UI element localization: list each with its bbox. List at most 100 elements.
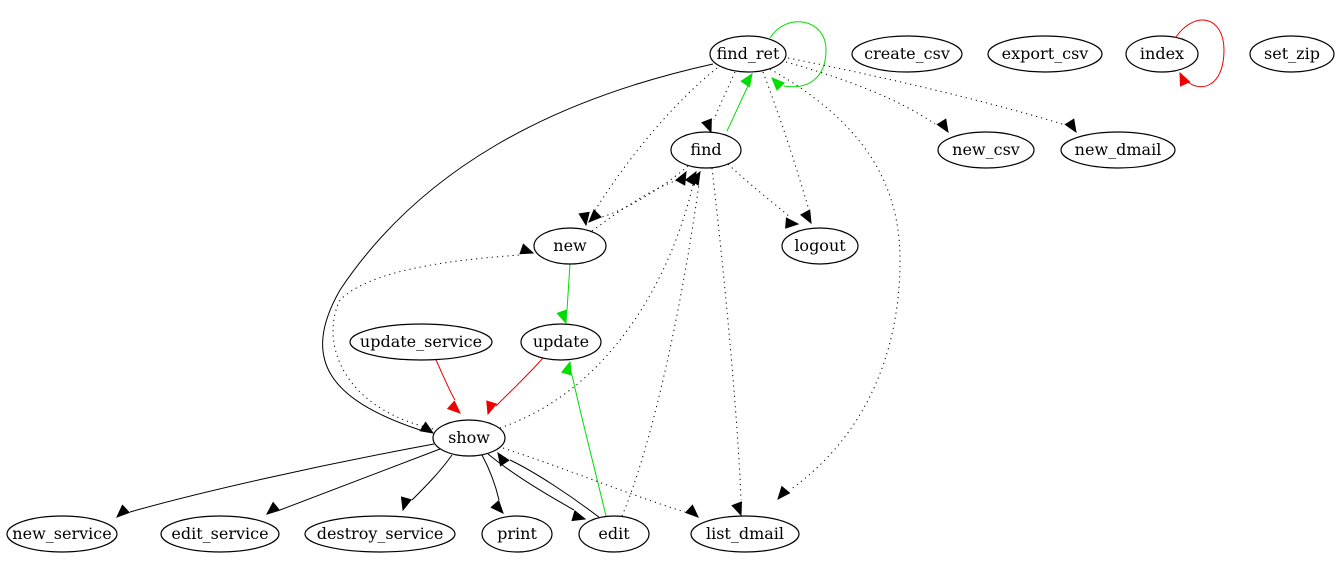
edge-line	[769, 21, 827, 88]
edge-find-to-new	[588, 165, 689, 223]
edge-find-ret-to-list-dmail	[769, 68, 901, 500]
edge-line	[502, 447, 686, 513]
edge-update-to-show	[486, 357, 544, 416]
node-print: print	[481, 515, 553, 553]
node-label: new_dmail	[1075, 140, 1162, 159]
edge-arrowhead	[701, 118, 712, 134]
edge-arrowhead	[486, 400, 498, 416]
edge-arrowhead	[578, 211, 590, 227]
edge-arrowhead	[571, 510, 587, 522]
node-ellipse	[578, 515, 650, 553]
node-index: index	[1125, 35, 1199, 73]
node-edit: edit	[578, 515, 650, 553]
edge-find-ret-to-logout	[762, 71, 812, 225]
node-ellipse	[670, 131, 742, 169]
edge-line	[332, 254, 521, 431]
edges-layer	[116, 19, 1225, 522]
node-ellipse	[1249, 35, 1335, 73]
edge-arrowhead	[561, 360, 573, 376]
node-new-dmail: new_dmail	[1060, 131, 1176, 169]
edge-find-ret-to-new-dmail	[787, 57, 1077, 134]
node-logout: logout	[781, 227, 859, 265]
edge-line	[762, 71, 810, 211]
edge-arrowhead	[777, 485, 791, 500]
edge-find-to-find-ret	[726, 72, 753, 132]
edge-edit-to-find	[621, 170, 701, 517]
node-show: show	[432, 419, 506, 457]
edge-arrowhead	[446, 400, 461, 414]
edge-new-to-find	[591, 170, 687, 232]
node-ellipse	[1125, 35, 1199, 73]
edge-line	[591, 180, 676, 232]
edge-show-to-destroy-service	[400, 454, 453, 512]
edge-line	[279, 448, 441, 511]
node-ellipse	[160, 515, 280, 553]
edge-find-ret-to-new-csv	[785, 61, 949, 134]
edge-show-to-edit-service	[265, 448, 441, 515]
node-ellipse	[987, 35, 1103, 73]
edge-line	[566, 263, 571, 311]
node-label: update_service	[360, 332, 482, 351]
edge-line	[435, 359, 456, 401]
edge-show-to-edit	[487, 453, 587, 522]
node-ellipse	[349, 323, 493, 361]
edge-arrowhead	[936, 118, 949, 134]
edge-arrowhead	[556, 309, 568, 325]
edge-line	[129, 443, 435, 513]
edge-show-to-find	[499, 170, 697, 429]
edge-arrowhead	[497, 451, 510, 467]
node-ellipse	[937, 131, 1035, 169]
edge-arrowhead	[800, 209, 812, 225]
node-ellipse	[851, 35, 963, 73]
node-new: new	[533, 227, 607, 265]
edge-line	[601, 165, 689, 218]
edge-find-ret-to-new	[578, 67, 718, 227]
edge-arrowhead	[490, 499, 504, 514]
node-label: index	[1140, 44, 1184, 63]
node-ellipse	[520, 323, 602, 361]
edge-line	[499, 184, 694, 429]
edge-find-ret-to-find	[701, 71, 736, 134]
edge-line	[481, 454, 500, 501]
node-label: find_ret	[717, 44, 780, 63]
node-find-ret: find_ret	[709, 35, 787, 73]
node-ellipse	[6, 515, 118, 553]
edge-line	[621, 183, 700, 517]
edge-arrowhead	[731, 501, 742, 517]
edge-index-to-index	[1175, 19, 1225, 88]
edge-show-to-print	[481, 454, 504, 514]
edge-find-to-logout	[727, 163, 800, 229]
node-ellipse	[533, 227, 607, 265]
node-label: set_zip	[1264, 44, 1320, 63]
edge-line	[411, 454, 453, 501]
edge-arrowhead	[740, 72, 753, 88]
node-label: new_csv	[952, 140, 1020, 159]
edge-new-to-update	[556, 263, 571, 325]
edge-line	[1175, 19, 1225, 88]
edge-arrowhead	[675, 170, 687, 186]
edge-edit-to-update	[561, 360, 607, 517]
node-label: list_dmail	[706, 524, 784, 543]
edge-line	[726, 85, 749, 132]
edge-find-to-list-dmail	[711, 167, 742, 517]
node-new-csv: new_csv	[937, 131, 1035, 169]
node-ellipse	[304, 515, 456, 553]
node-edit-service: edit_service	[160, 515, 280, 553]
node-label: edit	[598, 524, 630, 543]
edge-line	[727, 163, 791, 218]
edge-arrowhead	[519, 243, 535, 255]
node-new-service: new_service	[6, 515, 118, 553]
edge-show-to-new	[332, 243, 535, 431]
node-create-csv: create_csv	[851, 35, 963, 73]
edge-arrowhead	[588, 209, 602, 223]
edge-line	[495, 357, 544, 407]
node-label: print	[497, 524, 537, 543]
edge-arrowhead	[1064, 118, 1077, 134]
edge-line	[571, 374, 607, 517]
edge-line	[713, 71, 736, 121]
edge-arrowhead	[1179, 71, 1191, 87]
node-label: new_service	[12, 524, 111, 543]
node-export-csv: export_csv	[987, 35, 1103, 73]
node-label: find	[690, 140, 721, 159]
